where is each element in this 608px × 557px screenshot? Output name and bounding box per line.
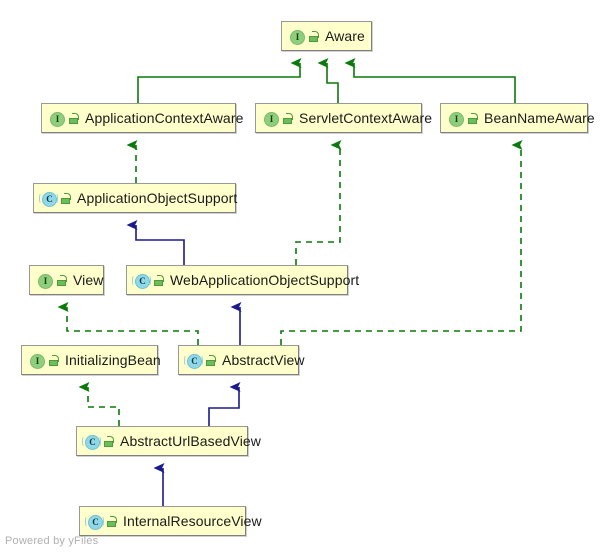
interface-icon: I <box>448 111 464 127</box>
interface-icon: I <box>29 353 45 369</box>
lock-icon <box>106 515 117 528</box>
lock-icon <box>205 354 216 367</box>
lock-icon <box>308 30 319 43</box>
node-label: InitializingBean <box>65 352 161 368</box>
node-bean-name-aware[interactable]: I BeanNameAware <box>440 103 595 133</box>
node-web-application-object-support[interactable]: C WebApplicationObjectSupport <box>126 265 359 295</box>
lock-icon <box>68 112 79 125</box>
lock-icon <box>153 274 164 287</box>
class-icon: C <box>82 434 101 450</box>
edge-webappobjsupport-appobjsupport <box>126 220 185 265</box>
class-icon: C <box>132 273 151 289</box>
lock-icon <box>48 354 59 367</box>
node-initializing-bean[interactable]: I InitializingBean <box>21 345 161 375</box>
node-label: View <box>73 272 104 288</box>
edge-abstractview-beannameaware <box>280 140 523 345</box>
lock-icon <box>282 112 293 125</box>
watermark: Powered by yFiles <box>5 535 99 547</box>
interface-icon: I <box>263 111 279 127</box>
edge-beannameaware-aware <box>344 58 516 103</box>
node-label: AbstractView <box>222 352 305 368</box>
lock-icon <box>56 274 67 287</box>
node-application-object-support[interactable]: C ApplicationObjectSupport <box>33 183 238 213</box>
interface-icon: I <box>289 29 305 45</box>
node-view[interactable]: I View <box>29 265 104 295</box>
node-label: InternalResourceView <box>123 513 262 529</box>
node-aware[interactable]: I Aware <box>281 21 372 51</box>
node-label: ServletContextAware <box>299 110 433 126</box>
interface-icon: I <box>37 273 53 289</box>
edge-appctxaware-aware <box>137 58 302 103</box>
node-label: WebApplicationObjectSupport <box>170 272 360 288</box>
lock-icon <box>467 112 478 125</box>
node-label: Aware <box>325 28 365 44</box>
lock-icon <box>60 192 71 205</box>
node-application-context-aware[interactable]: I ApplicationContextAware <box>41 103 243 133</box>
node-internal-resource-view[interactable]: C InternalResourceView <box>79 506 262 536</box>
node-label: ApplicationContextAware <box>85 110 244 126</box>
edge-abstracturlview-abstractview <box>208 382 241 426</box>
node-servlet-context-aware[interactable]: I ServletContextAware <box>255 103 432 133</box>
edge-abstracturlview-initializingbean <box>78 382 120 426</box>
interface-icon: I <box>49 111 65 127</box>
lock-icon <box>103 435 114 448</box>
edge-servletctxaware-aware <box>317 58 339 103</box>
node-abstract-url-based-view[interactable]: C AbstractUrlBasedView <box>76 426 261 456</box>
class-icon: C <box>85 514 104 530</box>
class-icon: C <box>184 353 203 369</box>
edge-abstractview-view <box>57 302 199 345</box>
node-label: ApplicationObjectSupport <box>77 190 238 206</box>
edge-webappobjsupport-servletctxaware <box>295 140 342 265</box>
node-label: BeanNameAware <box>484 110 595 126</box>
node-label: AbstractUrlBasedView <box>120 433 262 449</box>
class-icon: C <box>39 191 58 207</box>
node-abstract-view[interactable]: C AbstractView <box>178 345 305 375</box>
